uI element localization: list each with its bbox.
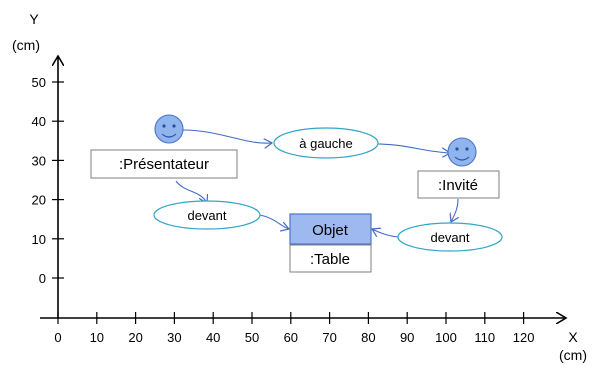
object-box: Objet xyxy=(289,213,372,245)
guest-smiley-icon xyxy=(447,137,477,167)
y-axis-title: Y xyxy=(29,11,39,27)
x-axis-ticks: 0 10 20 30 40 50 60 70 80 90 100 110 120 xyxy=(54,312,534,345)
relation-guest-facing-label: devant xyxy=(430,230,469,245)
presenter-label-box: :Présentateur xyxy=(90,149,238,179)
x-axis-unit: (cm) xyxy=(559,347,587,363)
object-label: Objet xyxy=(312,222,349,239)
connector-facing-to-object-right xyxy=(372,229,399,238)
y-tick-label: 10 xyxy=(32,232,46,247)
connector-left-of-to-guest xyxy=(377,143,450,153)
x-tick-label: 110 xyxy=(474,330,495,345)
y-tick-label: 40 xyxy=(32,114,46,129)
table-label: :Table xyxy=(310,251,350,268)
connector-facing-to-object xyxy=(259,214,289,229)
x-tick-label: 120 xyxy=(513,330,535,345)
y-axis-ticks: 0 10 20 30 40 50 xyxy=(32,75,64,286)
x-tick-label: 40 xyxy=(206,330,220,345)
connector-presenter-label-to-facing xyxy=(175,180,207,203)
relation-presenter-facing: devant xyxy=(153,200,261,230)
x-tick-label: 20 xyxy=(128,330,142,345)
relation-presenter-facing-label: devant xyxy=(187,208,226,223)
x-tick-label: 30 xyxy=(167,330,181,345)
guest-label-box: :Invité xyxy=(417,170,500,199)
connector-presenter-to-left-of xyxy=(182,129,272,143)
presenter-label: :Présentateur xyxy=(119,156,209,173)
y-tick-label: 0 xyxy=(39,271,46,286)
x-tick-label: 0 xyxy=(54,330,61,345)
x-tick-label: 80 xyxy=(361,330,375,345)
x-tick-label: 90 xyxy=(400,330,414,345)
connector-guest-label-to-facing xyxy=(451,198,458,222)
relation-left-of-label: à gauche xyxy=(299,136,353,151)
table-label-box: :Table xyxy=(289,244,372,273)
relation-left-of: à gauche xyxy=(273,127,379,159)
relation-guest-facing: devant xyxy=(397,222,503,252)
x-tick-label: 70 xyxy=(322,330,336,345)
x-axis-title: X xyxy=(568,329,578,345)
x-tick-label: 100 xyxy=(435,330,457,345)
y-axis-unit: (cm) xyxy=(12,37,40,53)
x-tick-label: 50 xyxy=(245,330,259,345)
y-tick-label: 20 xyxy=(32,193,46,208)
y-tick-label: 50 xyxy=(32,75,46,90)
x-tick-label: 10 xyxy=(90,330,104,345)
y-tick-label: 30 xyxy=(32,153,46,168)
presenter-smiley-icon xyxy=(154,114,184,144)
guest-label: :Invité xyxy=(438,177,478,194)
x-tick-label: 60 xyxy=(284,330,298,345)
